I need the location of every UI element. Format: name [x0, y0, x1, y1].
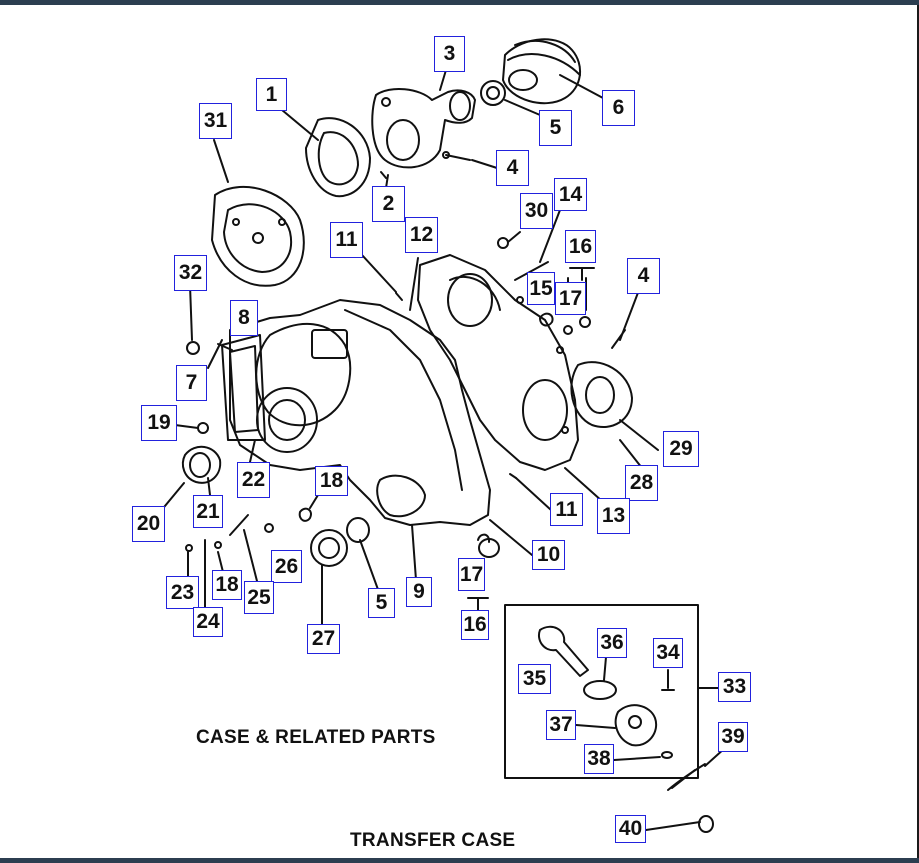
- bracket-33: [504, 604, 699, 779]
- part-housing-3: [371, 88, 476, 169]
- callout-18-upper[interactable]: 18: [315, 466, 348, 496]
- part-seal-5-lower: [346, 517, 370, 543]
- callout-17-upper[interactable]: 17: [555, 282, 586, 315]
- callout-5-lower[interactable]: 5: [368, 588, 395, 618]
- part-bolt-4: [445, 154, 471, 161]
- viewer-frame: [0, 5, 919, 858]
- callout-14[interactable]: 14: [554, 178, 587, 211]
- callout-22[interactable]: 22: [237, 462, 270, 498]
- callout-13[interactable]: 13: [597, 498, 630, 534]
- callout-15[interactable]: 15: [527, 272, 555, 305]
- part-seal-20: [181, 445, 222, 484]
- window-bottom-border: [0, 858, 919, 863]
- callout-30[interactable]: 30: [520, 193, 553, 229]
- callout-1[interactable]: 1: [256, 78, 287, 111]
- callout-19[interactable]: 19: [141, 405, 177, 441]
- callout-36[interactable]: 36: [597, 628, 627, 658]
- callout-23[interactable]: 23: [166, 576, 199, 609]
- part-gasket-1: [305, 117, 371, 198]
- part-seal-5-top: [480, 80, 506, 106]
- callout-4-right[interactable]: 4: [627, 258, 660, 294]
- callout-17-lower[interactable]: 17: [458, 558, 485, 591]
- callout-9[interactable]: 9: [406, 577, 432, 607]
- callout-25[interactable]: 25: [244, 581, 274, 614]
- callout-7[interactable]: 7: [176, 365, 207, 401]
- callout-34[interactable]: 34: [653, 638, 683, 668]
- callout-29[interactable]: 29: [663, 431, 699, 467]
- callout-33[interactable]: 33: [718, 672, 751, 702]
- callout-26[interactable]: 26: [271, 550, 302, 583]
- callout-24[interactable]: 24: [193, 607, 223, 637]
- part-boot-27: [310, 529, 348, 567]
- callout-18-lower[interactable]: 18: [212, 570, 242, 600]
- callout-2[interactable]: 2: [372, 186, 405, 222]
- callout-32[interactable]: 32: [174, 255, 207, 291]
- callout-16-lower[interactable]: 16: [461, 610, 489, 640]
- callout-35[interactable]: 35: [518, 664, 551, 694]
- callout-39[interactable]: 39: [718, 722, 748, 752]
- callout-31[interactable]: 31: [199, 103, 232, 139]
- part-gasket-31: [211, 185, 305, 287]
- part-case-rear: [229, 299, 491, 526]
- callout-20[interactable]: 20: [132, 506, 165, 542]
- part-cover-29: [570, 361, 633, 428]
- callout-38[interactable]: 38: [584, 744, 614, 774]
- part-gasket-8: [221, 334, 266, 441]
- callout-27[interactable]: 27: [307, 624, 340, 654]
- window-top-border: [0, 0, 919, 5]
- callout-5-upper[interactable]: 5: [539, 110, 572, 146]
- callout-6[interactable]: 6: [602, 90, 635, 126]
- caption-transfer-case: TRANSFER CASE: [350, 830, 516, 851]
- callout-3[interactable]: 3: [434, 36, 465, 72]
- callout-12[interactable]: 12: [405, 217, 438, 253]
- callout-4-upper[interactable]: 4: [496, 150, 529, 186]
- callout-16-upper[interactable]: 16: [565, 230, 596, 263]
- callout-40[interactable]: 40: [615, 815, 646, 843]
- callout-11-upper[interactable]: 11: [330, 222, 363, 258]
- callout-21[interactable]: 21: [193, 495, 223, 528]
- caption-case-related-parts: CASE & RELATED PARTS: [196, 727, 436, 748]
- callout-28[interactable]: 28: [625, 465, 658, 501]
- callout-8[interactable]: 8: [230, 300, 258, 336]
- callout-37[interactable]: 37: [546, 710, 576, 740]
- callout-10[interactable]: 10: [532, 540, 565, 570]
- callout-11-lower[interactable]: 11: [550, 493, 583, 526]
- part-case-front: [417, 254, 579, 471]
